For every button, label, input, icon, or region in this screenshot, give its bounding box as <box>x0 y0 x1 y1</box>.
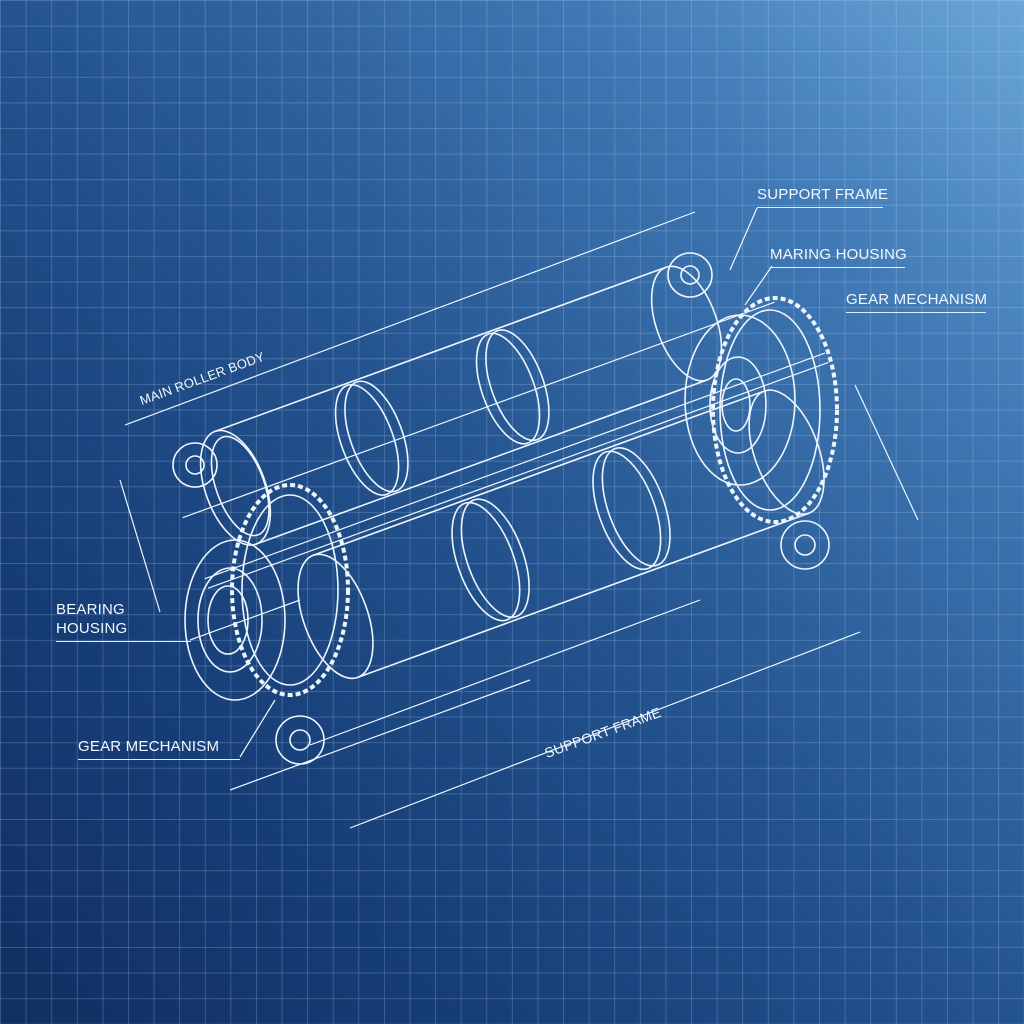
label-bearing-housing-line1: BEARING <box>56 601 125 618</box>
shafts <box>182 301 829 589</box>
left-gear-mechanism <box>172 442 350 765</box>
upper-roller <box>199 265 723 546</box>
right-gear-mechanism <box>667 252 839 570</box>
label-gear-mechanism-left: GEAR MECHANISM <box>78 737 240 760</box>
dimension-lines <box>119 211 919 829</box>
lower-roller <box>297 389 825 680</box>
label-maring-housing: MARING HOUSING <box>770 245 907 268</box>
leader-lines <box>189 207 773 758</box>
label-gear-mechanism-right: GEAR MECHANISM <box>846 290 987 313</box>
label-support-frame-top: SUPPORT FRAME <box>757 185 888 208</box>
label-bearing-housing-line2: HOUSING <box>56 619 191 642</box>
